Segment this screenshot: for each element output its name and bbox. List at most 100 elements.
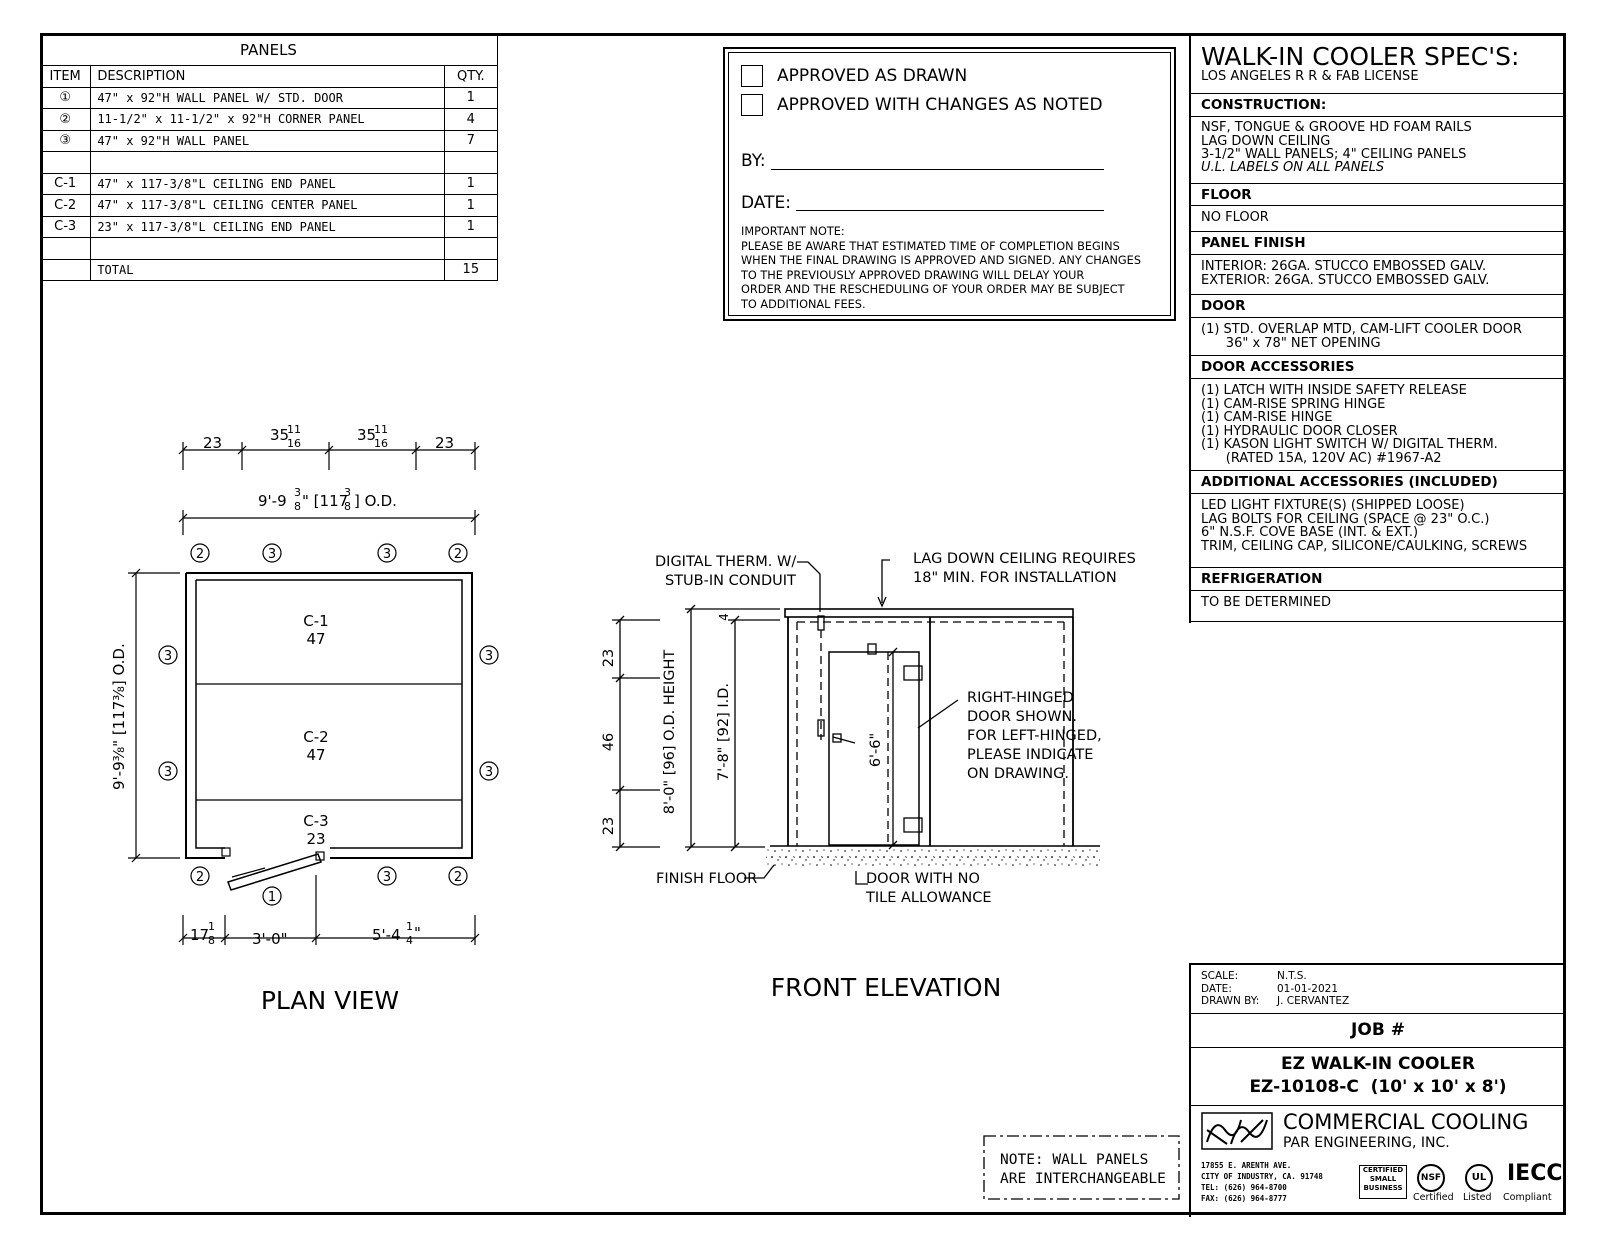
- ceiling-c2-width: 47: [306, 746, 325, 764]
- plan-view-text: 23 35 11 16 35 11 16 23 9'-9 3 8 " [117 …: [110, 423, 454, 948]
- date-signature-line[interactable]: [796, 210, 1104, 211]
- door-note-line: TILE ALLOWANCE: [865, 890, 992, 906]
- construction-text: NSF, TONGUE & GROOVE HD FOAM RAILS LAG D…: [1201, 120, 1472, 162]
- iecc-caption: Compliant: [1503, 1192, 1552, 1203]
- ceiling-c2-name: C-2: [303, 728, 328, 746]
- dim-35-a: 35: [270, 426, 289, 444]
- approved-with-changes-checkbox[interactable]: [741, 94, 763, 116]
- description-cell: TOTAL: [90, 258, 445, 281]
- table-row: [40, 237, 499, 260]
- additional-accessories-heading: ADDITIONAL ACCESSORIES (INCLUDED): [1201, 474, 1498, 490]
- col-item-header: ITEM: [40, 65, 92, 88]
- iecc-badge-icon: IECC: [1507, 1161, 1563, 1186]
- hinge-note-line: RIGHT-HINGED: [967, 690, 1074, 706]
- therm-note-line: DIGITAL THERM. W/: [655, 554, 796, 570]
- panel-marker-circle: [190, 543, 210, 563]
- col-qty-header: QTY.: [443, 65, 499, 88]
- spec-title: WALK-IN COOLER SPEC'S:: [1201, 42, 1520, 71]
- od-dim-den: 8: [294, 500, 301, 513]
- od-dim-main: 9'-9: [258, 492, 287, 510]
- note-line: TO ADDITIONAL FEES.: [741, 297, 866, 311]
- qty-cell: 1: [443, 86, 499, 109]
- panel-marker-label: 3: [268, 547, 276, 562]
- model-number: EZ-10108-C (10' x 10' x 8'): [1249, 1077, 1507, 1097]
- refrigeration-heading: REFRIGERATION: [1201, 571, 1323, 587]
- scale-label: SCALE: DATE: DRAWN BY:: [1201, 970, 1259, 1008]
- approved-as-drawn-checkbox[interactable]: [741, 65, 763, 87]
- panel-marker-label: 3: [485, 649, 493, 664]
- nsf-badge-icon: NSF: [1417, 1164, 1445, 1192]
- side-od-dim: 9'-9⅜" [117⅜] O.D.: [110, 643, 128, 790]
- bottom-dim-right-den: 4: [406, 934, 413, 947]
- product-name: EZ WALK-IN COOLER: [1281, 1054, 1475, 1074]
- hinge-note-line: PLEASE INDICATE: [967, 747, 1093, 763]
- panel-marker-circle: [479, 645, 499, 665]
- ul-caption: Listed: [1463, 1192, 1492, 1203]
- bottom-dim-right-tail: ": [414, 924, 421, 942]
- ceiling-c3-width: 23: [306, 830, 325, 848]
- title-block: SCALE: DATE: DRAWN BY: N.T.S. 01-01-2021…: [1189, 963, 1565, 1217]
- od-dim-bracket: " [117: [302, 492, 348, 510]
- panel-marker-circle: [190, 866, 210, 886]
- ul-badge-icon: UL: [1465, 1164, 1493, 1192]
- front-elevation: [612, 559, 1100, 885]
- door-height-dim: 6'-6": [868, 733, 884, 767]
- address-line: FAX: (626) 964-8777: [1201, 1194, 1287, 1203]
- drawn-value: J. CERVANTEZ: [1277, 995, 1350, 1007]
- title-values: N.T.S. 01-01-2021 J. CERVANTEZ: [1277, 970, 1349, 1008]
- od-dim-tail: ] O.D.: [354, 492, 397, 510]
- company-address: 17855 E. ARENTH AVE. CITY OF INDUSTRY, C…: [1201, 1160, 1323, 1204]
- important-note: IMPORTANT NOTE: PLEASE BE AWARE THAT EST…: [741, 225, 1171, 312]
- dim-46: 46: [601, 733, 617, 751]
- floor-heading: FLOOR: [1201, 187, 1252, 203]
- panel-marker-label: 3: [383, 870, 391, 885]
- door-note-line: DOOR WITH NO: [866, 871, 980, 887]
- bottom-dim-left-den: 8: [208, 934, 215, 947]
- company-name: COMMERCIAL COOLING: [1283, 1110, 1529, 1134]
- scale-label-text: SCALE:: [1201, 970, 1239, 982]
- spec-subtitle: LOS ANGELES R R & FAB LICENSE: [1201, 69, 1419, 84]
- od-dim-num: 3: [294, 486, 301, 499]
- additional-accessories-text: LED LIGHT FIXTURE(S) (SHIPPED LOOSE) LAG…: [1201, 498, 1528, 554]
- panel-marker-circle: [479, 761, 499, 781]
- ceiling-note-line: 18" MIN. FOR INSTALLATION: [913, 570, 1117, 586]
- date-label-text: DATE:: [1201, 982, 1232, 995]
- scale-value: N.T.S.: [1277, 970, 1307, 982]
- wall-note-line: NOTE: WALL PANELS: [1000, 1152, 1148, 1168]
- hinge-note-line: DOOR SHOWN.: [967, 709, 1077, 725]
- panel-marker-circle: [158, 645, 178, 665]
- note-line: TO THE PREVIOUSLY APPROVED DRAWING WILL …: [741, 268, 1085, 282]
- dim-23-left: 23: [203, 434, 222, 452]
- bottom-dim-right-num: 1: [406, 920, 413, 933]
- item-cell: C-2: [40, 194, 92, 217]
- by-signature-line[interactable]: [771, 169, 1104, 170]
- panel-marker-label: 3: [164, 649, 172, 664]
- spec-column: WALK-IN COOLER SPEC'S: LOS ANGELES R R &…: [1189, 35, 1565, 623]
- table-row: [40, 151, 499, 174]
- dim-23-top: 23: [601, 649, 617, 667]
- date-value: 01-01-2021: [1277, 982, 1339, 995]
- panel-marker-label: 2: [454, 870, 462, 885]
- ceiling-c1-name: C-1: [303, 612, 328, 630]
- bottom-dim-left: 17: [190, 926, 209, 944]
- qty-cell: 15: [443, 258, 499, 281]
- small-business-badge: CERTIFIED SMALL BUSINESS: [1359, 1165, 1407, 1199]
- description-cell: 11-1/2" x 11-1/2" x 92"H CORNER PANEL: [90, 108, 445, 131]
- panel-marker-label: 2: [196, 870, 204, 885]
- bottom-dim-middle: 3'-0": [252, 930, 288, 948]
- door-heading: DOOR: [1201, 298, 1246, 314]
- panel-marker-circle: [448, 543, 468, 563]
- panel-marker-label: 2: [196, 547, 204, 562]
- note-line: IMPORTANT NOTE:: [741, 225, 845, 238]
- construction-ul-text: U.L. LABELS ON ALL PANELS: [1201, 160, 1385, 175]
- bottom-dim-right: 5'-4: [372, 926, 401, 944]
- plan-view-label: PLAN VIEW: [261, 986, 399, 1015]
- address-line: TEL: (626) 964-8700: [1201, 1183, 1287, 1192]
- drawn-label-text: DRAWN BY:: [1201, 995, 1260, 1007]
- construction-heading: CONSTRUCTION:: [1201, 97, 1327, 113]
